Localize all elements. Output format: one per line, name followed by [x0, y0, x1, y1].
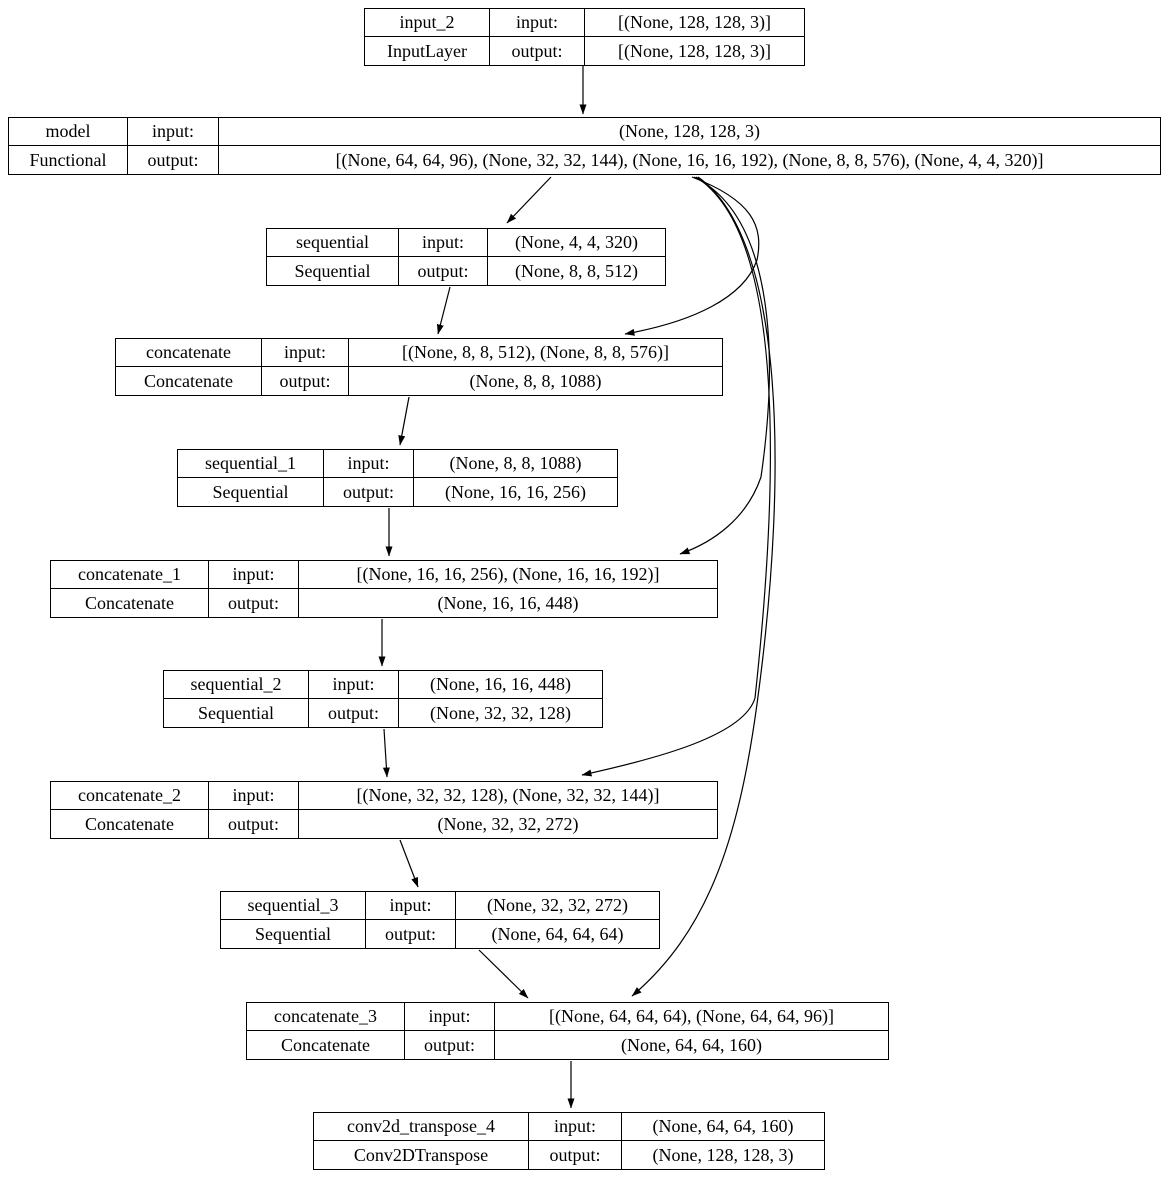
- edge-concatenate_2-sequential_3: [399, 839, 419, 888]
- input-shape: [(None, 8, 8, 512), (None, 8, 8, 576)]: [349, 339, 722, 367]
- layer-name: concatenate_1: [51, 561, 209, 589]
- edge-model-sequential: [506, 176, 552, 224]
- input-shape: (None, 128, 128, 3): [219, 118, 1160, 146]
- output-shape: [(None, 64, 64, 96), (None, 32, 32, 144)…: [335, 149, 1044, 170]
- edge-concatenate-sequential_1: [398, 396, 410, 446]
- input-label: input:: [209, 561, 299, 589]
- layer-name: sequential_1: [178, 450, 324, 478]
- layer-type: Sequential: [178, 478, 324, 506]
- input-label: input:: [128, 118, 219, 146]
- layer-type: Sequential: [164, 699, 309, 727]
- layer-name: sequential: [267, 229, 399, 257]
- input-label: input:: [366, 892, 456, 920]
- layer-name: input_2: [365, 9, 490, 37]
- node-concatenate_2: concatenate_2 input: [(None, 32, 32, 128…: [50, 781, 718, 839]
- layer-name: model: [9, 118, 128, 146]
- input-shape: (None, 16, 16, 448): [399, 671, 602, 699]
- input-label: input:: [324, 450, 414, 478]
- output-shape: (None, 64, 64, 64): [491, 923, 624, 944]
- input-label: input:: [529, 1113, 622, 1141]
- output-label: output:: [209, 589, 299, 617]
- output-shape: (None, 32, 32, 272): [437, 813, 579, 834]
- input-shape: (None, 8, 8, 1088): [414, 450, 617, 478]
- input-shape: (None, 64, 64, 160): [622, 1113, 824, 1141]
- layer-name: sequential_3: [221, 892, 366, 920]
- edge-model-concatenate_2: [581, 176, 771, 777]
- output-label: output:: [324, 478, 414, 506]
- layer-type: Conv2DTranspose: [314, 1141, 529, 1169]
- node-concatenate_1: concatenate_1 input: [(None, 16, 16, 256…: [50, 560, 718, 618]
- edge-model-concatenate_3: [631, 176, 776, 997]
- edge-model-concatenate_1: [679, 176, 770, 555]
- output-shape: [(None, 128, 128, 3)]: [618, 40, 771, 61]
- node-conv2d_transpose_4: conv2d_transpose_4 input: (None, 64, 64,…: [313, 1112, 825, 1170]
- node-sequential: sequential input: (None, 4, 4, 320) Sequ…: [266, 228, 666, 286]
- layer-type: Concatenate: [51, 810, 209, 838]
- edge-sequential_2-concatenate_2: [382, 728, 390, 778]
- output-shape: (None, 8, 8, 512): [515, 260, 638, 281]
- input-label: input:: [209, 782, 299, 810]
- layer-type: Concatenate: [51, 589, 209, 617]
- output-label: output:: [209, 810, 299, 838]
- output-label: output:: [309, 699, 399, 727]
- layer-name: sequential_2: [164, 671, 309, 699]
- node-concatenate_3: concatenate_3 input: [(None, 64, 64, 64)…: [246, 1002, 889, 1060]
- layer-type: InputLayer: [365, 37, 490, 65]
- node-concatenate: concatenate input: [(None, 8, 8, 512), (…: [115, 338, 723, 396]
- node-input_2: input_2 input: [(None, 128, 128, 3)] Inp…: [364, 8, 805, 66]
- edge-sequential_3-concatenate_3: [478, 949, 529, 999]
- input-shape: [(None, 128, 128, 3)]: [585, 9, 804, 37]
- output-label: output:: [128, 146, 219, 174]
- output-label: output:: [366, 920, 456, 948]
- edge-model-concatenate: [624, 176, 760, 336]
- output-label: output:: [405, 1031, 495, 1059]
- node-sequential_3: sequential_3 input: (None, 32, 32, 272) …: [220, 891, 660, 949]
- edge-sequential-concatenate: [436, 286, 451, 335]
- output-label: output:: [262, 367, 349, 395]
- input-label: input:: [490, 9, 585, 37]
- output-shape: (None, 64, 64, 160): [621, 1034, 762, 1055]
- output-shape: (None, 128, 128, 3): [652, 1144, 794, 1165]
- layer-type: Concatenate: [116, 367, 262, 395]
- input-shape: (None, 4, 4, 320): [488, 229, 665, 257]
- output-label: output:: [399, 257, 488, 285]
- layer-name: concatenate_2: [51, 782, 209, 810]
- input-label: input:: [405, 1003, 495, 1031]
- layer-name: conv2d_transpose_4: [314, 1113, 529, 1141]
- output-shape: (None, 16, 16, 448): [437, 592, 579, 613]
- layer-name: concatenate: [116, 339, 262, 367]
- node-sequential_2: sequential_2 input: (None, 16, 16, 448) …: [163, 670, 603, 728]
- layer-type: Concatenate: [247, 1031, 405, 1059]
- output-shape: (None, 8, 8, 1088): [469, 370, 602, 391]
- input-shape: [(None, 16, 16, 256), (None, 16, 16, 192…: [299, 561, 717, 589]
- output-label: output:: [529, 1141, 622, 1169]
- input-label: input:: [262, 339, 349, 367]
- layer-name: concatenate_3: [247, 1003, 405, 1031]
- layer-type: Functional: [9, 146, 128, 174]
- input-shape: [(None, 64, 64, 64), (None, 64, 64, 96)]: [495, 1003, 888, 1031]
- output-shape: (None, 32, 32, 128): [430, 702, 571, 723]
- input-shape: (None, 32, 32, 272): [456, 892, 659, 920]
- output-label: output:: [490, 37, 585, 65]
- layer-type: Sequential: [267, 257, 399, 285]
- output-shape: (None, 16, 16, 256): [445, 481, 586, 502]
- layer-type: Sequential: [221, 920, 366, 948]
- input-label: input:: [399, 229, 488, 257]
- input-label: input:: [309, 671, 399, 699]
- input-shape: [(None, 32, 32, 128), (None, 32, 32, 144…: [299, 782, 717, 810]
- node-sequential_1: sequential_1 input: (None, 8, 8, 1088) S…: [177, 449, 618, 507]
- node-model: model input: (None, 128, 128, 3) Functio…: [8, 117, 1161, 175]
